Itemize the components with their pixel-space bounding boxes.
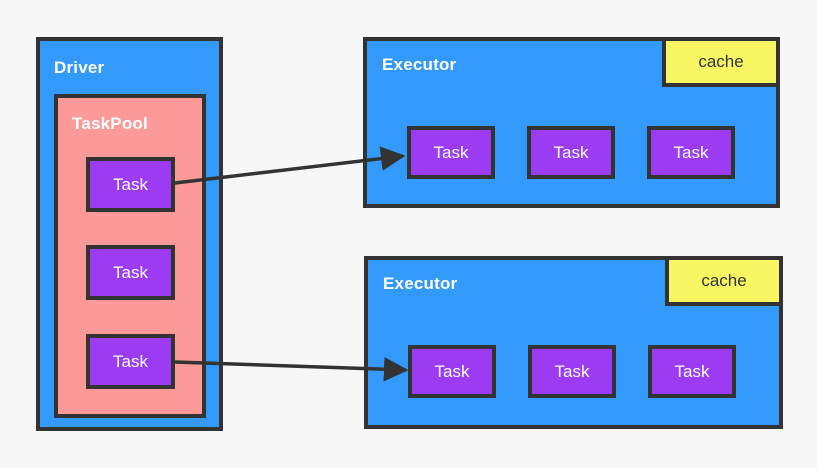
driver-box: Driver TaskPool Task Task Task bbox=[36, 37, 223, 431]
taskpool-task-1: Task bbox=[86, 157, 175, 212]
task-label: Task bbox=[433, 142, 469, 162]
cache-label: cache bbox=[701, 271, 747, 290]
task-label: Task bbox=[674, 361, 710, 381]
executor-2-box: Executor cache Task Task Task bbox=[364, 256, 783, 429]
executor-2-cache-box: cache bbox=[665, 256, 783, 306]
task-label: Task bbox=[553, 142, 589, 162]
executor-2-task-2: Task bbox=[528, 345, 616, 398]
taskpool-label: TaskPool bbox=[72, 114, 148, 133]
task-label: Task bbox=[673, 142, 709, 162]
executor-1-task-1: Task bbox=[407, 126, 495, 179]
task-label: Task bbox=[434, 361, 470, 381]
executor-2-task-1: Task bbox=[408, 345, 496, 398]
task-label: Task bbox=[113, 262, 148, 282]
executor-1-box: Executor cache Task Task Task bbox=[363, 37, 780, 208]
driver-label: Driver bbox=[54, 58, 105, 77]
executor-1-task-3: Task bbox=[647, 126, 735, 179]
executor-1-cache-box: cache bbox=[662, 37, 780, 87]
task-label: Task bbox=[113, 174, 148, 194]
task-label: Task bbox=[113, 351, 148, 371]
task-label: Task bbox=[554, 361, 590, 381]
executor-2-task-3: Task bbox=[648, 345, 736, 398]
taskpool-box: TaskPool Task Task Task bbox=[54, 94, 206, 418]
executor-1-task-2: Task bbox=[527, 126, 615, 179]
taskpool-task-3: Task bbox=[86, 334, 175, 389]
cache-label: cache bbox=[698, 52, 744, 71]
taskpool-task-2: Task bbox=[86, 245, 175, 300]
executor-1-label: Executor bbox=[382, 55, 457, 74]
executor-2-label: Executor bbox=[383, 274, 458, 293]
